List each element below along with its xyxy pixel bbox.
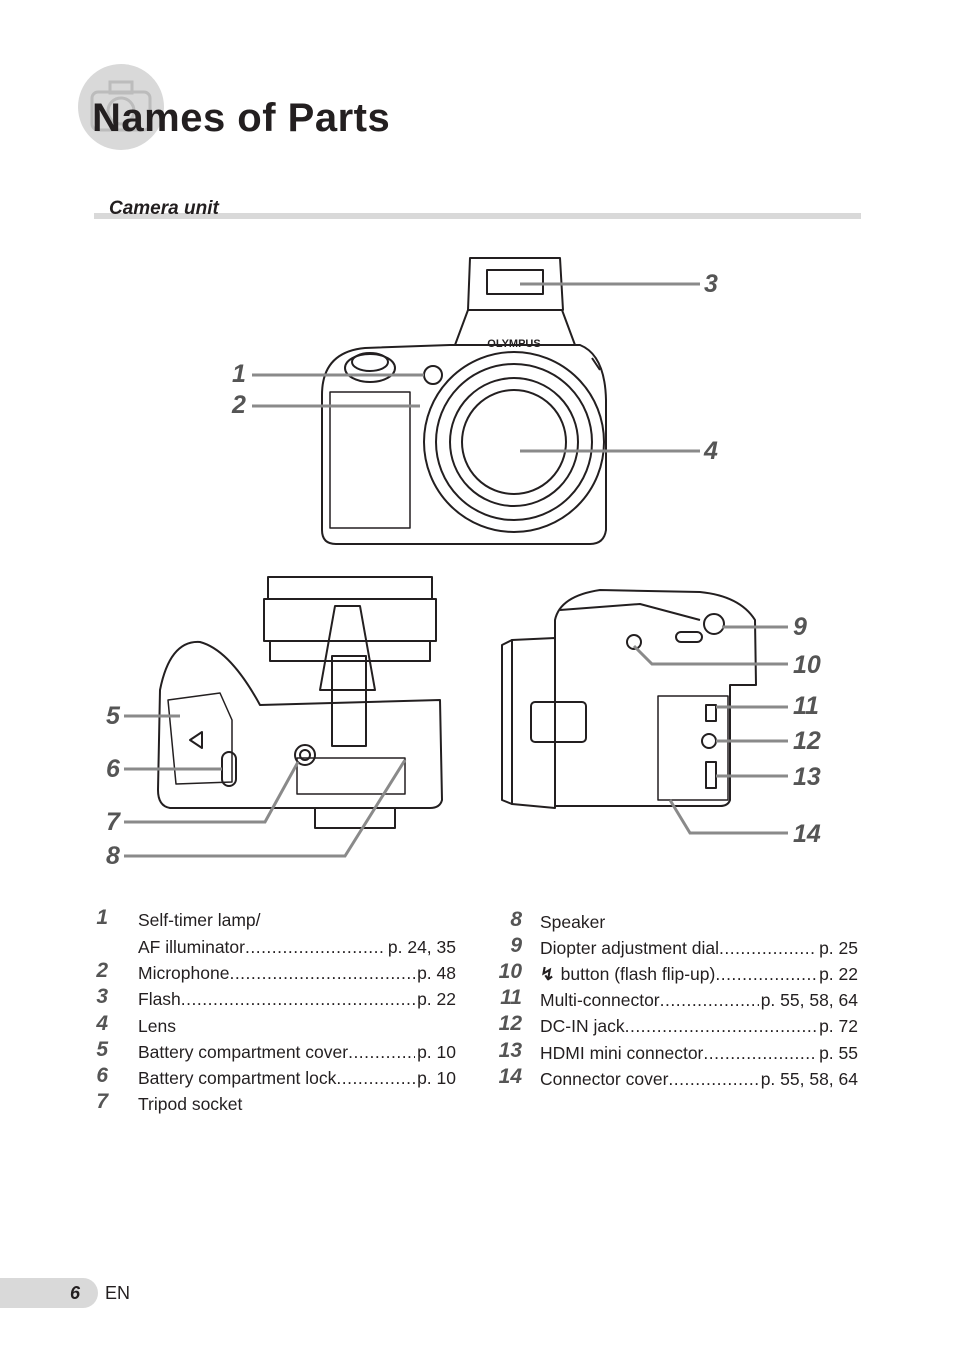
part-number: 5: [96, 1038, 108, 1061]
part-entry: Flashp. 22: [138, 989, 456, 1010]
page-number: 6: [70, 1283, 81, 1303]
flash-icon: ↯: [540, 964, 555, 984]
part-entry: Battery compartment coverp. 10: [138, 1042, 456, 1063]
part-entry: HDMI mini connectorp. 55: [540, 1043, 858, 1064]
section-heading: Camera unit: [109, 198, 219, 219]
section-divider: [94, 213, 861, 219]
part-entry: Battery compartment lockp. 10: [138, 1068, 456, 1089]
leader-line-7: [124, 761, 300, 824]
page-number-tab: [0, 1278, 98, 1308]
camera-diagrams: OLYMPUS 1 2 3 4 5 6 7 8 9 10 11 12 13 14: [106, 257, 821, 870]
part-number: 11: [500, 986, 522, 1009]
part-name: Tripod socket: [138, 1094, 243, 1114]
leader-line-14: [668, 799, 788, 835]
callout-11: 11: [793, 692, 819, 720]
part-number: 2: [96, 959, 108, 982]
bottom-view-drawing: [157, 576, 443, 829]
callout-5: 5: [106, 702, 121, 730]
callout-2: 2: [231, 391, 246, 419]
part-number: 1: [96, 906, 108, 929]
callout-12: 12: [793, 727, 821, 755]
part-name: Lens: [138, 1016, 176, 1036]
language-code: EN: [105, 1283, 131, 1303]
callout-9: 9: [793, 613, 807, 641]
part-entry: Diopter adjustment dialp. 25: [540, 938, 858, 959]
page-title: Names of Parts: [92, 96, 391, 140]
callout-8: 8: [106, 842, 120, 870]
part-number: 14: [498, 1065, 522, 1088]
part-number: 13: [498, 1039, 522, 1062]
leader-line-10: [632, 644, 788, 666]
part-entry: AF illuminatorp. 24, 35: [138, 937, 456, 958]
callout-14: 14: [793, 820, 821, 848]
part-name: Speaker: [540, 912, 606, 932]
part-number: 10: [498, 960, 522, 983]
brand-label: OLYMPUS: [487, 338, 540, 350]
front-view-drawing: [321, 257, 607, 545]
part-entry: ↯button (flash flip-up)p. 22: [540, 964, 858, 985]
part-entry: DC-IN jackp. 72: [540, 1016, 858, 1037]
callout-13: 13: [793, 763, 821, 791]
part-number: 8: [510, 908, 522, 931]
part-number: 6: [96, 1064, 108, 1087]
side-view-drawing: [501, 589, 757, 809]
callout-6: 6: [106, 755, 121, 783]
part-number: 9: [510, 934, 522, 957]
part-number: 3: [96, 985, 108, 1008]
part-number: 4: [96, 1012, 108, 1035]
callout-10: 10: [793, 651, 821, 679]
part-entry: Multi-connectorp. 55, 58, 64: [540, 990, 858, 1011]
callout-4: 4: [703, 437, 718, 465]
part-number: 7: [96, 1090, 108, 1113]
part-entry: Connector coverp. 55, 58, 64: [540, 1069, 858, 1090]
part-name: Self-timer lamp/: [138, 910, 261, 930]
leader-line-8: [124, 759, 407, 858]
callout-1: 1: [232, 360, 246, 388]
title-camera-badge: [78, 64, 164, 150]
part-number: 12: [498, 1012, 522, 1035]
part-entry: Microphonep. 48: [138, 963, 456, 984]
callout-7: 7: [106, 808, 121, 836]
callout-3: 3: [704, 270, 718, 298]
camera-icon: [90, 80, 152, 132]
